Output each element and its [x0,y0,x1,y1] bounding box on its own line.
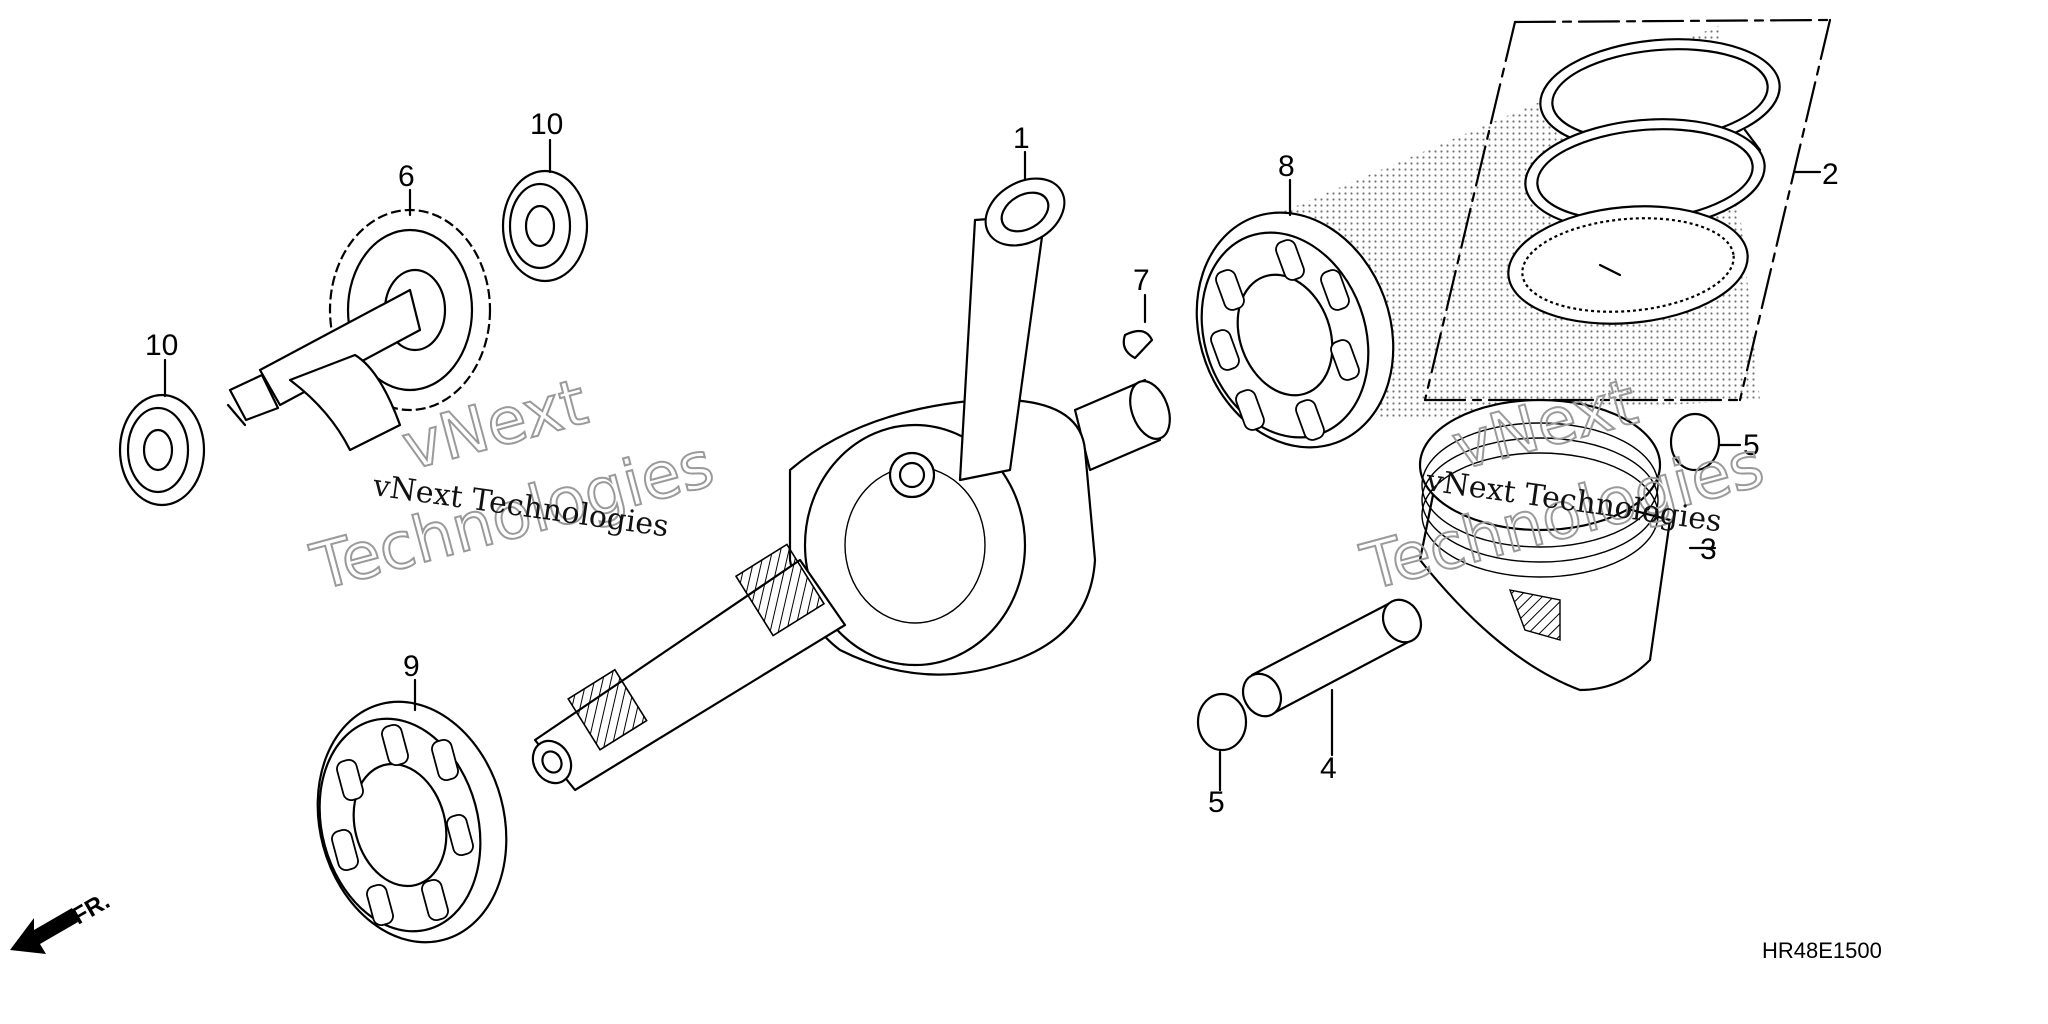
bearing-10-left [118,393,206,507]
callout-10-left: 10 [145,329,178,362]
callout-10-top: 10 [530,108,563,141]
circlip-left [1196,692,1248,752]
callout-9: 9 [403,650,420,683]
piston [1418,398,1672,692]
callout-6: 6 [398,160,415,193]
leader-lines [163,138,1822,792]
balancer-gear-shaft [226,208,492,452]
callout-8: 8 [1278,150,1295,183]
callout-5-left: 5 [1208,786,1225,819]
ring-set-frame [1423,18,1832,402]
front-marker: FR. [10,887,114,954]
callout-1: 1 [1013,122,1030,155]
piston-rings [1507,38,1781,325]
piston-pin [1241,598,1423,718]
crankshaft [531,177,1171,792]
part-code: HR48E1500 [1762,938,1882,963]
callout-3: 3 [1700,533,1717,566]
bearing-8 [1195,211,1395,449]
callout-5-right: 5 [1743,429,1760,462]
front-arrow-icon [10,908,78,954]
callout-2: 2 [1822,158,1839,191]
bearing-9 [316,700,508,944]
circlip-right [1669,412,1721,472]
bearing-10-top [501,169,589,283]
callout-4: 4 [1320,752,1337,785]
callout-7: 7 [1133,264,1150,297]
woodruff-key [1122,329,1154,360]
